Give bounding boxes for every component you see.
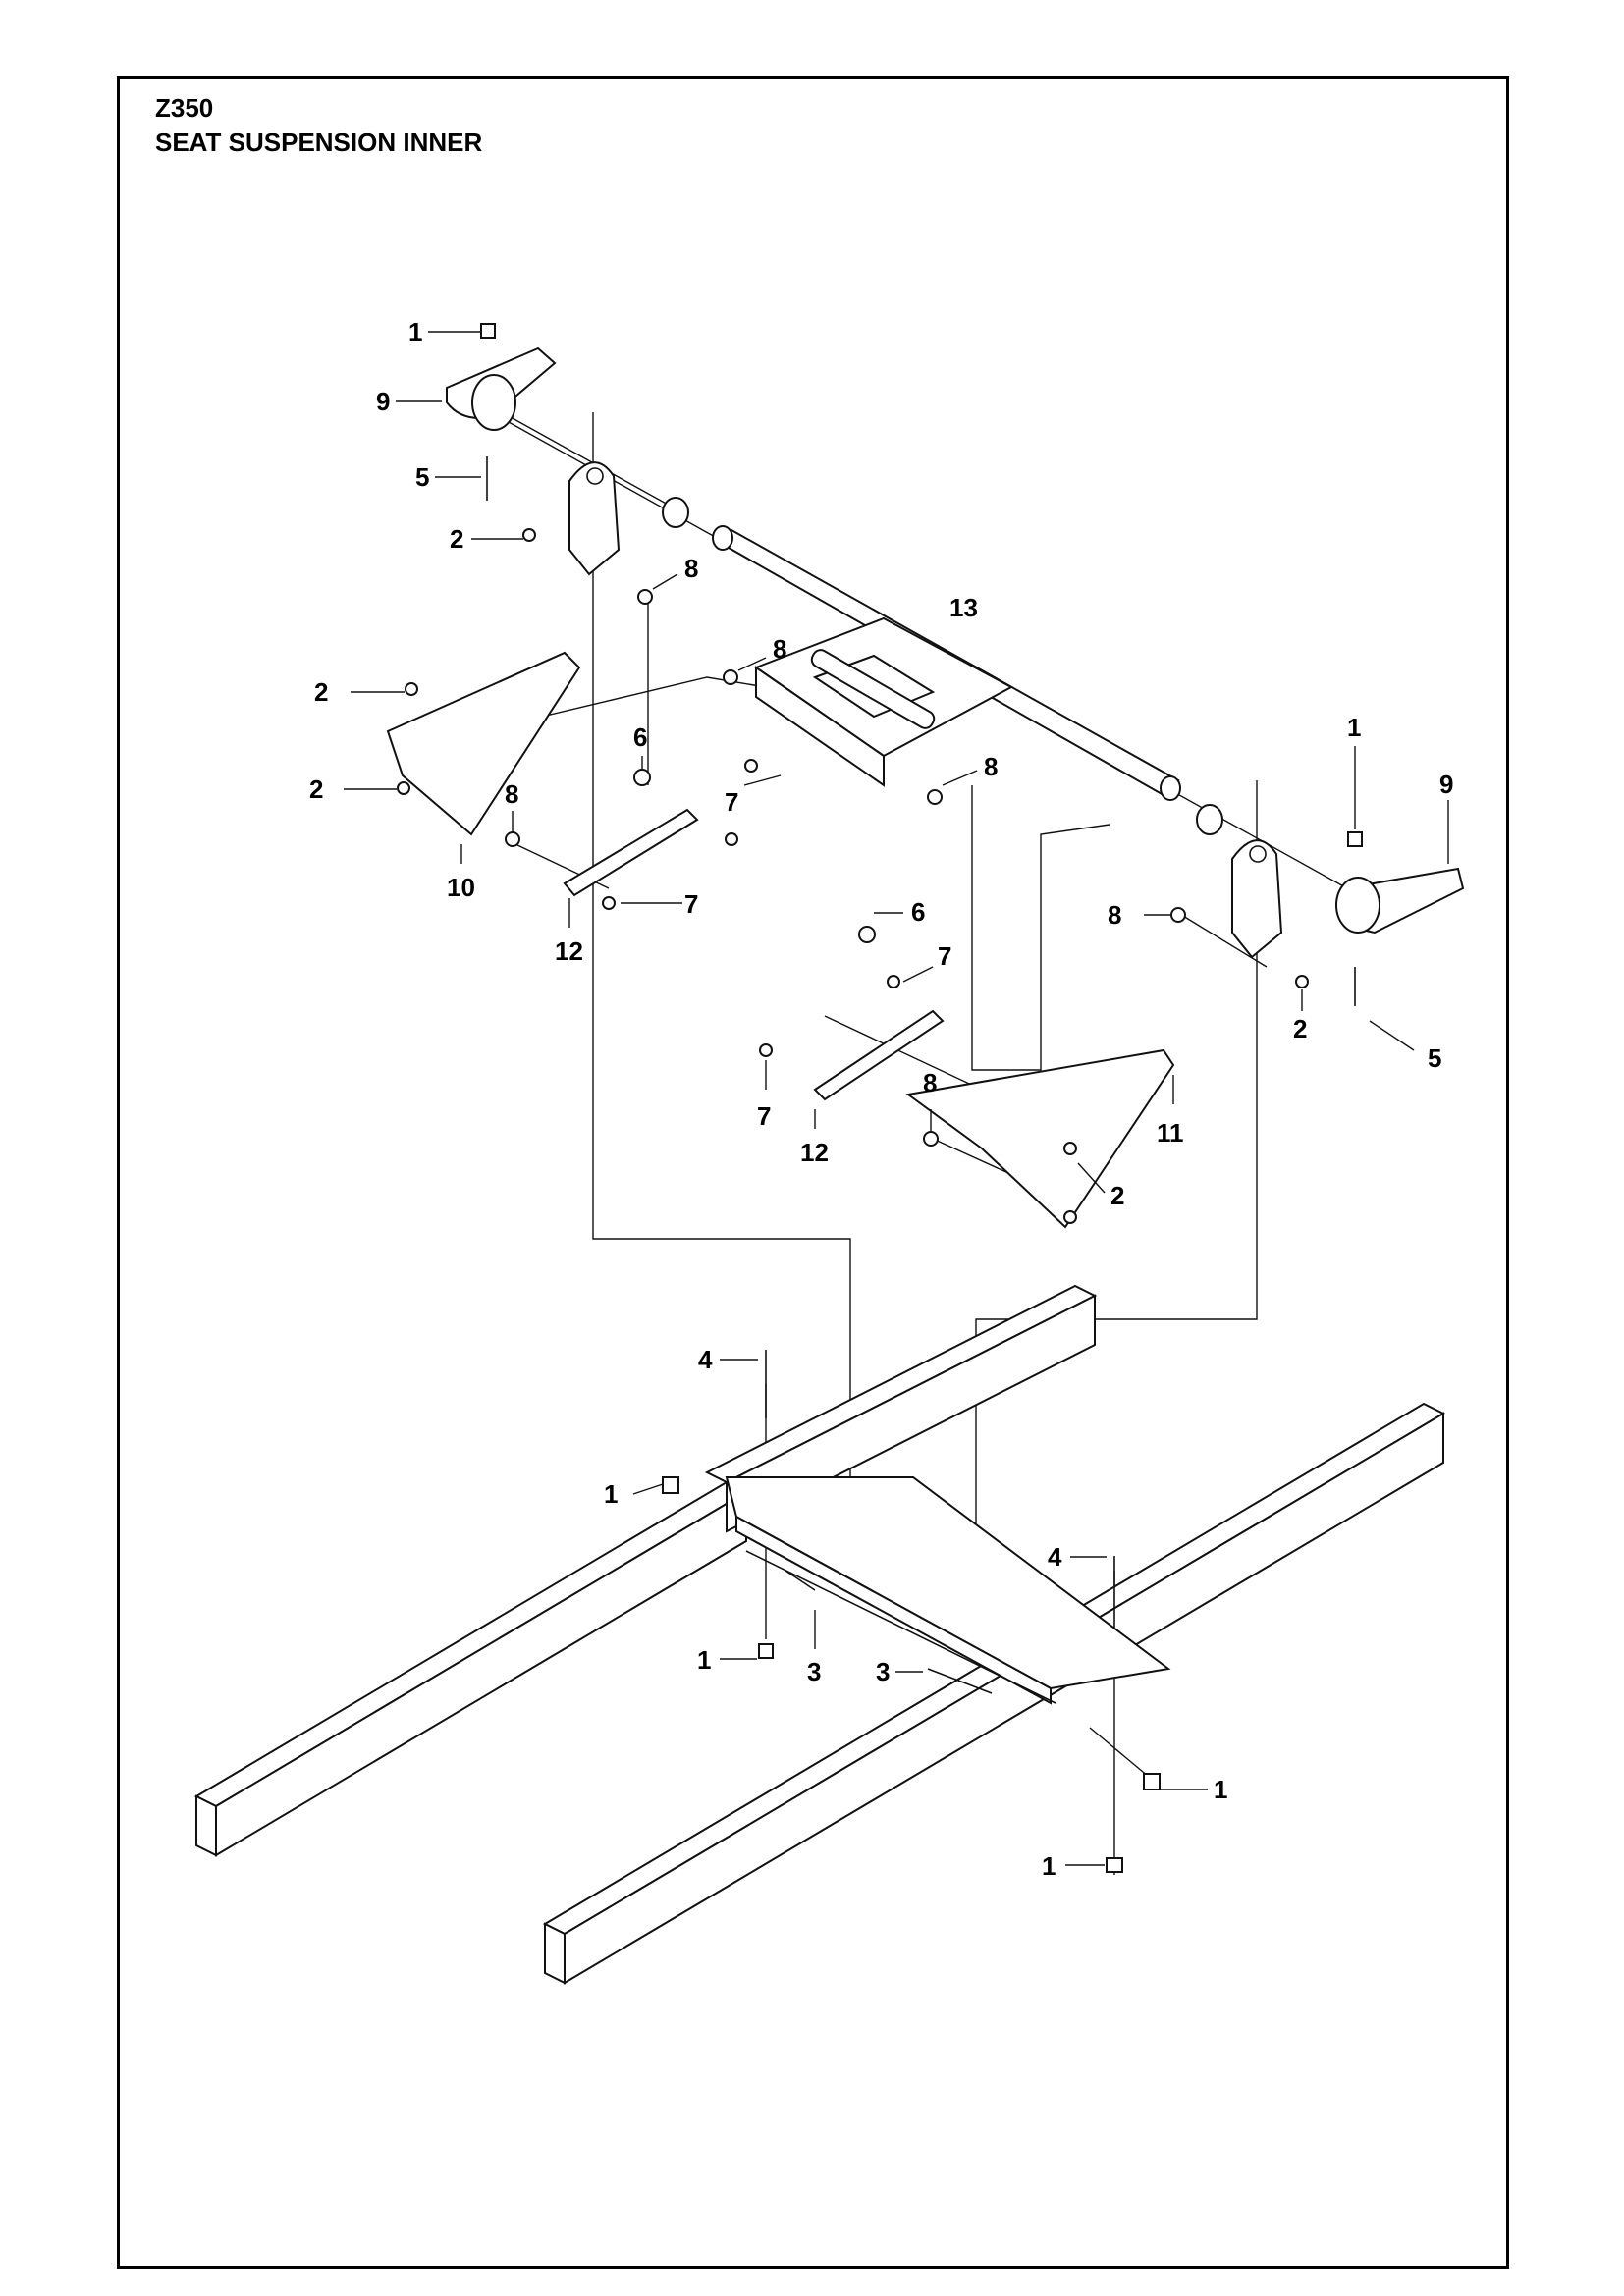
callout-1: 1 <box>1214 1775 1227 1804</box>
drawing-frame <box>117 76 1509 2269</box>
callout-1: 1 <box>408 317 422 347</box>
seat-mount-bracket <box>753 616 1014 787</box>
callout-6: 6 <box>911 897 925 927</box>
pivot-bracket-right <box>1231 839 1283 959</box>
callout-3: 3 <box>876 1657 890 1686</box>
bushing-left <box>662 497 689 528</box>
diagram-title: SEAT SUSPENSION INNER <box>155 128 483 157</box>
callout-8: 8 <box>773 634 786 664</box>
callout-8: 8 <box>505 779 518 809</box>
callout-10: 10 <box>447 873 475 902</box>
arm-9-left <box>446 347 557 431</box>
callout-12: 12 <box>555 936 583 966</box>
callout-7: 7 <box>938 941 951 971</box>
callout-3: 3 <box>807 1657 821 1686</box>
pivot-bracket-left <box>568 461 621 576</box>
callout-1: 1 <box>604 1479 618 1509</box>
link-arm-12-upper <box>563 808 699 897</box>
callout-1: 1 <box>697 1645 711 1675</box>
callout-4: 4 <box>698 1345 713 1374</box>
callout-9: 9 <box>376 387 390 416</box>
callout-1: 1 <box>1042 1851 1056 1881</box>
side-plate-10 <box>386 651 581 836</box>
callout-2: 2 <box>1110 1181 1124 1210</box>
callouts: 1 9 5 2 8 13 8 2 6 7 8 2 8 7 10 12 1 9 6 <box>309 317 1453 1881</box>
callout-7: 7 <box>684 889 698 919</box>
callout-4: 4 <box>1048 1542 1062 1572</box>
arm-9-right <box>1335 867 1465 934</box>
callout-2: 2 <box>1293 1014 1307 1043</box>
callout-7: 7 <box>725 787 738 817</box>
hardware <box>397 323 1363 1873</box>
callout-2: 2 <box>309 774 323 804</box>
callout-12: 12 <box>800 1138 829 1167</box>
link-arm-12-lower <box>813 1009 945 1101</box>
callout-8: 8 <box>923 1068 937 1097</box>
callout-8: 8 <box>684 554 698 583</box>
side-plate-11 <box>905 1048 1175 1229</box>
bushing-right <box>1196 804 1223 835</box>
callout-5: 5 <box>415 462 429 492</box>
callout-2: 2 <box>450 524 463 554</box>
callout-8: 8 <box>984 752 998 781</box>
callout-13: 13 <box>949 593 978 622</box>
callout-9: 9 <box>1439 770 1453 799</box>
callout-6: 6 <box>633 722 647 752</box>
main-frame-rails <box>193 1284 1446 1985</box>
callout-5: 5 <box>1428 1043 1441 1073</box>
callout-11: 11 <box>1157 1118 1184 1148</box>
callout-1: 1 <box>1347 713 1361 742</box>
model-name: Z350 <box>155 93 214 123</box>
callout-7: 7 <box>757 1101 771 1131</box>
callout-2: 2 <box>314 677 328 707</box>
callout-8: 8 <box>1108 900 1121 930</box>
